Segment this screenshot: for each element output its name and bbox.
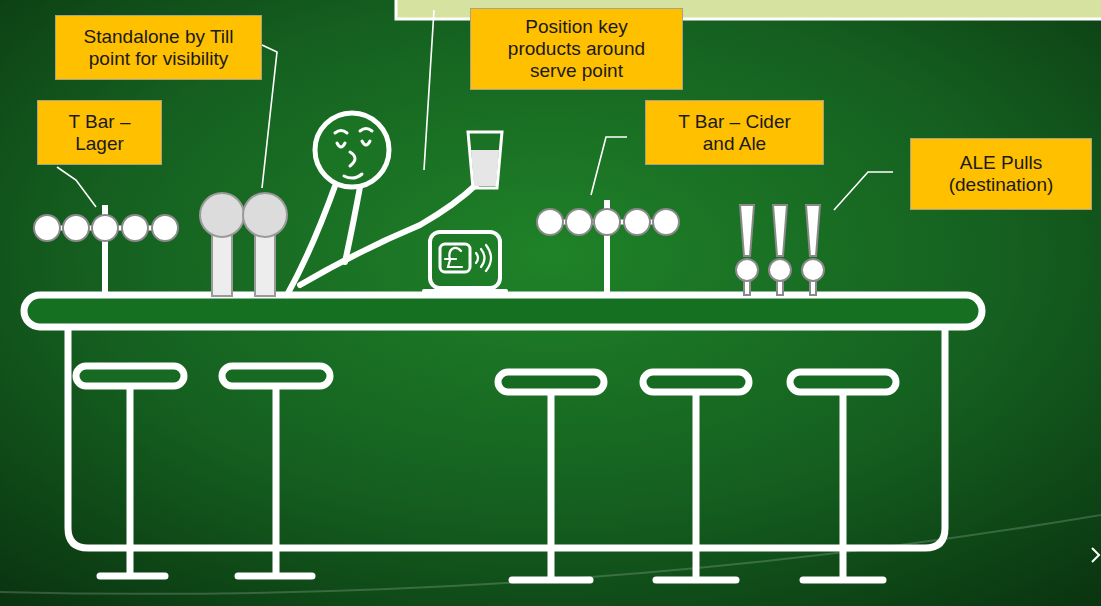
tap-head	[624, 209, 650, 235]
stool-leg	[273, 386, 280, 574]
tap-head	[63, 215, 89, 241]
font-head	[200, 193, 244, 237]
callout-box: T Bar – Cider and Ale	[645, 100, 824, 165]
contactless-wave	[476, 253, 478, 263]
leader-line	[57, 167, 96, 207]
callout-text: Position key products around serve point	[493, 16, 660, 82]
figure-eye	[362, 141, 370, 145]
stool-base	[512, 577, 590, 584]
callout-text: Standalone by Till point for visibility	[66, 26, 251, 70]
font-stem	[212, 234, 232, 296]
stool-seat	[790, 372, 896, 392]
tap-head	[594, 209, 620, 235]
callout-text: T Bar – Cider and Ale	[674, 111, 795, 155]
stool-base	[803, 577, 883, 584]
tap-head	[122, 215, 148, 241]
stool-base	[100, 573, 165, 580]
stool-seat	[222, 366, 330, 386]
leader-line	[834, 172, 893, 210]
lager-t-bar	[34, 205, 178, 295]
leader-line	[262, 45, 277, 188]
callout-text: ALE Pulls (destination)	[921, 152, 1081, 196]
stool-seat	[643, 372, 749, 392]
figure-eye	[337, 143, 345, 147]
bartender-figure	[287, 113, 478, 295]
pull-handle	[740, 205, 754, 256]
glass-drink	[471, 150, 499, 186]
ale-pulls	[736, 205, 824, 295]
tap-head	[34, 215, 60, 241]
card-reader	[424, 232, 506, 291]
tap-head	[152, 215, 178, 241]
stool-leg	[548, 392, 555, 578]
pull-ball	[769, 259, 791, 281]
tap-head	[537, 209, 563, 235]
bar-counter	[24, 295, 982, 327]
tap-head	[92, 215, 118, 241]
figure-mouth	[344, 174, 362, 178]
callout-box: T Bar – Lager	[37, 100, 162, 165]
stool-seat	[498, 372, 604, 392]
tap-head	[566, 209, 592, 235]
pound-symbol	[445, 248, 462, 267]
figure-brow	[335, 131, 347, 134]
callout-box: Standalone by Till point for visibility	[55, 15, 262, 80]
leader-line	[424, 10, 434, 170]
callout-box: Position key products around serve point	[470, 8, 683, 90]
callout-box: ALE Pulls (destination)	[910, 138, 1092, 210]
stools	[76, 366, 896, 580]
figure-brow	[360, 129, 372, 132]
callout-text: T Bar – Lager	[52, 111, 147, 155]
figure-head	[315, 113, 389, 187]
font-stem	[255, 234, 275, 296]
stool-base	[238, 573, 312, 580]
decor-chevron	[1092, 548, 1099, 562]
stool-leg	[127, 386, 134, 574]
contactless-wave	[486, 245, 491, 271]
stool-base	[656, 577, 736, 584]
reader-base	[424, 289, 506, 293]
font-head	[243, 193, 287, 237]
pull-handle	[773, 205, 787, 256]
stool-leg	[693, 392, 700, 578]
leader-line	[591, 137, 627, 195]
glass-outline	[468, 132, 502, 188]
pull-ball	[802, 259, 824, 281]
standalone-fonts	[200, 193, 287, 296]
pull-handle	[806, 205, 820, 256]
pull-ball	[736, 259, 758, 281]
cider-ale-t-bar	[537, 200, 679, 295]
bar-body	[68, 326, 945, 548]
pint-glass	[468, 132, 502, 188]
reader-body	[430, 232, 500, 288]
stool-leg	[840, 392, 847, 578]
tap-head	[653, 209, 679, 235]
contactless-wave	[481, 249, 485, 267]
stool-seat	[76, 366, 184, 386]
reader-screen	[440, 244, 470, 272]
figure-nose	[350, 152, 355, 166]
